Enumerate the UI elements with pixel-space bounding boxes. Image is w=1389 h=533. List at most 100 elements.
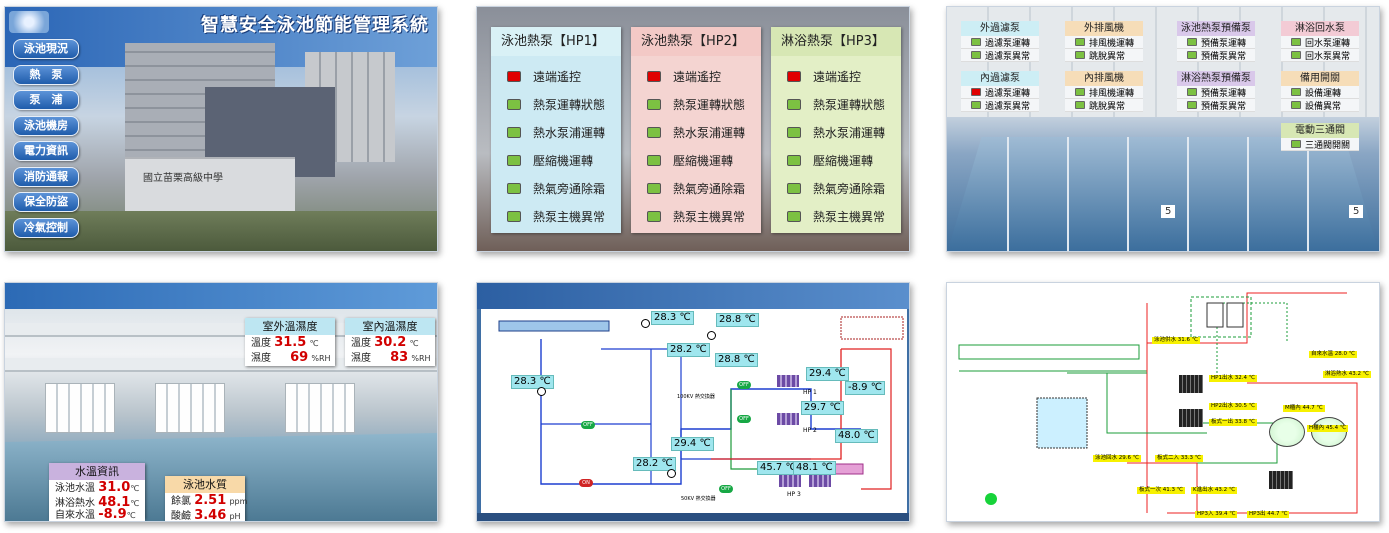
pump-status-on[interactable]: ON	[579, 479, 593, 487]
status-led-icon	[1187, 101, 1197, 109]
status-led-icon	[507, 70, 521, 82]
menu-item-security[interactable]: 保全防盜	[13, 192, 79, 212]
status-row: 熱泵運轉狀態	[631, 90, 761, 118]
temp-label: 29.4 ℃	[671, 437, 714, 451]
panel-piping-diagram: 28.3 ℃ 28.8 ℃ 28.2 ℃ 28.8 ℃ 28.3 ℃ 29.4 …	[476, 282, 910, 522]
header-bar	[5, 283, 437, 309]
sensor-icon	[707, 331, 716, 340]
status-row: 過濾泵運轉	[961, 86, 1039, 99]
status-row: 排風機運轉	[1065, 36, 1143, 49]
group-title: 備用開關	[1281, 71, 1359, 86]
status-row: 預備泵運轉	[1177, 36, 1255, 49]
status-row: 熱氣旁通除霜	[631, 174, 761, 202]
outdoor-card: 室外溫濕度 溫度 31.5 ℃ 濕度 69 %RH	[245, 318, 335, 366]
panel-pumps: 外過濾泵過濾泵運轉過濾泵異常外排風機排風機運轉跳脫異常泳池熱泵預備泵預備泵運轉預…	[946, 6, 1380, 252]
reading-tag: M櫃內 44.7 ℃	[1283, 405, 1325, 412]
status-led-icon	[1075, 101, 1085, 109]
status-led-icon	[507, 98, 521, 110]
equipment-group: 淋浴回水泵回水泵運轉回水泵異常	[1281, 21, 1359, 62]
status-led-icon	[787, 126, 801, 138]
status-led-icon	[1291, 88, 1301, 96]
menu-item-machine-room[interactable]: 泳池機房	[13, 115, 79, 136]
status-led-icon	[1291, 38, 1301, 46]
status-row: 熱泵運轉狀態	[491, 90, 621, 118]
status-row: 回水泵運轉	[1281, 36, 1359, 49]
status-led-icon	[1291, 101, 1301, 109]
sensor-icon	[667, 469, 676, 478]
equipment-group: 內過濾泵過濾泵運轉過濾泵異常	[961, 71, 1039, 112]
panel-heat-pumps: 泳池熱泵【HP1】遠端遙控熱泵運轉狀態熱水泵浦運轉壓縮機運轉熱氣旁通除霜熱泵主機…	[476, 6, 910, 252]
status-led-icon	[507, 126, 521, 138]
status-row: 壓縮機運轉	[631, 146, 761, 174]
lane-number: 5	[1161, 205, 1176, 218]
status-indicator	[985, 493, 997, 505]
menu-item-pump[interactable]: 泵 浦	[13, 90, 79, 110]
menu-item-heat-pump[interactable]: 熱 泵	[13, 64, 79, 85]
heat-pump-unit	[1179, 409, 1203, 427]
pump-status-off[interactable]: OFF	[737, 381, 751, 389]
temp-label: -8.9 ℃	[845, 381, 885, 395]
status-led-icon	[507, 182, 521, 194]
status-led-icon	[647, 98, 661, 110]
menu-item-fire[interactable]: 消防通報	[13, 166, 79, 187]
exchanger-label: 100KV 熱交換器	[677, 394, 715, 400]
group-title: 泳池熱泵預備泵	[1177, 21, 1255, 36]
status-led-icon	[971, 51, 981, 59]
indoor-card: 室內溫濕度 溫度 30.2 ℃ 濕度 83 %RH	[345, 318, 435, 366]
status-row: 熱水泵浦運轉	[771, 118, 901, 146]
status-led-icon	[971, 101, 981, 109]
sensor-icon	[641, 319, 650, 328]
pump-status-off[interactable]: OFF	[737, 415, 751, 423]
reading-tag: HP3出 44.7 ℃	[1247, 511, 1290, 518]
lane-line	[1247, 137, 1249, 251]
status-led-icon	[787, 98, 801, 110]
reading-tag: 自來水溫 28.0 ℃	[1309, 351, 1357, 358]
status-led-icon	[1187, 38, 1197, 46]
status-row: 設備異常	[1281, 99, 1359, 112]
equipment-group: 淋浴熱泵預備泵預備泵運轉預備泵異常	[1177, 71, 1255, 112]
menu-item-aircon[interactable]: 冷氣控制	[13, 217, 79, 238]
system-title: 智慧安全泳池節能管理系統	[201, 15, 429, 36]
heat-pump-icon	[779, 475, 801, 487]
pump-status-off[interactable]: OFF	[719, 485, 733, 493]
heat-pump-icon	[777, 375, 799, 387]
reading-tag: 板式二入 33.3 ℃	[1155, 455, 1203, 462]
status-led-icon	[507, 210, 521, 222]
equipment-group: 外過濾泵過濾泵運轉過濾泵異常	[961, 21, 1039, 62]
status-row: 熱泵主機異常	[491, 202, 621, 230]
lane-line	[1307, 137, 1309, 251]
exchanger-label: 50KV 熱交換器	[681, 496, 716, 502]
temp-label: 48.1 ℃	[793, 461, 836, 475]
indoor-temp: 溫度 30.2 ℃	[351, 335, 419, 350]
reading-tag: HP3入 39.4 ℃	[1195, 511, 1238, 518]
main-menu: 泳池現況 熱 泵 泵 浦 泳池機房 電力資訊 消防通報 保全防盜 冷氣控制	[13, 39, 79, 243]
tank-icon	[1311, 417, 1347, 447]
status-row: 熱氣旁通除霜	[491, 174, 621, 202]
temp-label: 29.4 ℃	[806, 367, 849, 381]
status-row: 熱水泵浦運轉	[491, 118, 621, 146]
pump-status-off[interactable]: OFF	[581, 421, 595, 429]
status-row: 熱水泵浦運轉	[631, 118, 761, 146]
logo	[9, 11, 49, 33]
equipment-group: 備用開關設備運轉設備異常	[1281, 71, 1359, 112]
group-title: 電動三通閥	[1281, 123, 1359, 138]
water-quality-row: 餘氯 2.51 ppm	[171, 493, 248, 508]
menu-item-pool-status[interactable]: 泳池現況	[13, 39, 79, 59]
card-title: 泳池熱泵【HP2】	[631, 27, 761, 56]
menu-item-power[interactable]: 電力資訊	[13, 141, 79, 161]
status-row: 熱泵主機異常	[631, 202, 761, 230]
reading-tag: 淋浴熱水 43.2 ℃	[1323, 371, 1371, 378]
status-row: 設備運轉	[1281, 86, 1359, 99]
temp-label: 28.3 ℃	[511, 375, 554, 389]
status-led-icon	[647, 154, 661, 166]
status-led-icon	[1075, 51, 1085, 59]
status-row: 過濾泵運轉	[961, 36, 1039, 49]
heat-pump-icon	[809, 475, 831, 487]
status-row: 過濾泵異常	[961, 49, 1039, 62]
card-title: 室外溫濕度	[245, 318, 335, 335]
temp-label: 28.8 ℃	[716, 313, 759, 327]
temp-label: 28.2 ℃	[633, 457, 676, 471]
status-led-icon	[647, 126, 661, 138]
lane-line	[1067, 137, 1069, 251]
water-temp-row: 泳池水溫 31.0℃	[55, 480, 140, 495]
